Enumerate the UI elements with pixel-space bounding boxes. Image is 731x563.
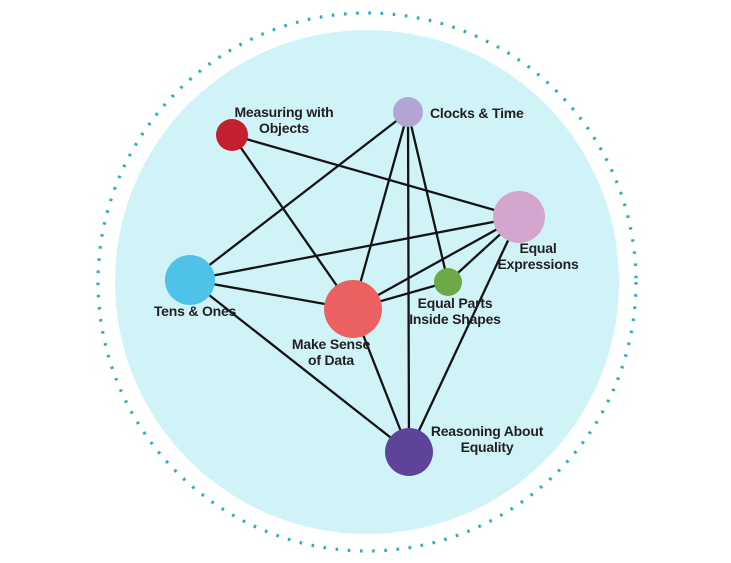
edge-make-sense-of-data--equal-expressions <box>351 215 521 311</box>
edge-tens-and-ones--reasoning-about-equality <box>188 278 411 454</box>
nodes-layer <box>165 97 545 476</box>
node-equal-parts-inside-shapes <box>434 268 462 296</box>
edge-clocks-and-time--tens-and-ones <box>188 110 410 282</box>
edge-measuring-with-objects--equal-expressions <box>230 133 521 219</box>
edge-equal-expressions--reasoning-about-equality <box>407 215 521 454</box>
edge-clocks-and-time--reasoning-about-equality <box>406 110 411 454</box>
node-make-sense-of-data <box>324 280 382 338</box>
edge-clocks-and-time--make-sense-of-data <box>351 110 410 311</box>
node-tens-and-ones <box>165 255 215 305</box>
label-clocks-and-time: Clocks & Time <box>430 105 524 121</box>
edge-clocks-and-time--equal-parts-inside-shapes <box>406 110 450 284</box>
node-clocks-and-time <box>393 97 423 127</box>
node-reasoning-about-equality <box>385 428 433 476</box>
label-tens-and-ones: Tens & Ones <box>154 303 237 319</box>
edge-measuring-with-objects--make-sense-of-data <box>230 133 355 311</box>
edges-layer <box>188 110 521 454</box>
node-equal-expressions <box>493 191 545 243</box>
edge-tens-and-ones--equal-expressions <box>188 215 521 282</box>
dotted-border-ring <box>96 11 638 553</box>
background-circle <box>115 30 619 534</box>
node-measuring-with-objects <box>216 119 248 151</box>
